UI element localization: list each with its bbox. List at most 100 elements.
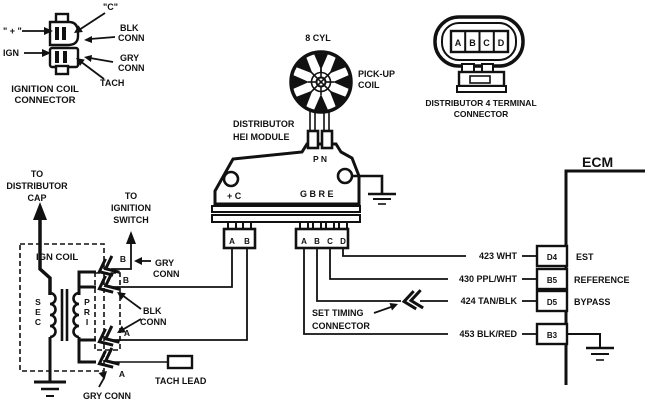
ignition-coil-connector: " + " IGN "C" BLK CONN GRY CONN TACH IGN… [3, 2, 145, 106]
secondary-winding [49, 291, 57, 339]
c4-pin-b: B [314, 237, 320, 246]
gry-conn-b-chevron [97, 255, 120, 277]
ign-switch-wire [111, 243, 132, 270]
gry-conn-upper-1: GRY [155, 258, 174, 268]
pickup-coil: 8 CYL PICK-UP COIL [289, 33, 395, 132]
ign-coil-label: IGN COIL [36, 252, 78, 263]
blk-conn-arrowhead-upper [117, 292, 126, 300]
sec-to-cap-wire [38, 218, 52, 295]
pri-label-r: R [84, 307, 90, 317]
gry-conn-lower-label: GRY CONN [83, 391, 131, 401]
gry-conn-upper-arrowhead [134, 257, 142, 265]
terminal-a-lower: A [119, 369, 125, 379]
pickup-terminal-n [320, 129, 334, 150]
blk-conn-label-2: CONN [140, 317, 167, 327]
set-timing-chevron [401, 289, 424, 311]
module-4pin-connector: A B C D [294, 221, 350, 250]
module-to-ecm-wires [303, 248, 537, 335]
to-ign-switch-1: TO [125, 191, 137, 201]
gry-conn-upper-2: CONN [153, 269, 180, 279]
wire-label-424-tanblk: 424 TAN/BLK [461, 296, 518, 306]
set-timing-label-1: SET TIMING [312, 308, 364, 318]
gry-conn-lower-arrowhead [98, 371, 107, 380]
terminal-a-upper: A [124, 328, 130, 338]
module-ground [352, 174, 396, 205]
pin-ign-label: IGN [3, 48, 19, 58]
ecm-fn-bypass: BYPASS [574, 297, 610, 307]
c2-pin-a: A [229, 237, 235, 246]
ecm-bracket [564, 169, 645, 385]
ecm-pin-box-d4 [535, 244, 569, 268]
ecm-wire-row-reference: 430 PPL/WHT B5 REFERENCE [459, 267, 630, 291]
pickup-coil-lead-wires [309, 110, 330, 132]
tach-label: TACH [100, 78, 124, 88]
gry-conn-label-1: GRY [120, 53, 139, 63]
ecm-wire-row-b3: 453 BLK/RED B3 [459, 322, 569, 346]
ign-switch-arrowhead [126, 231, 136, 244]
tach-lead-terminal [166, 354, 194, 370]
ecm-b3-ground [567, 333, 614, 361]
terminal-b-lower: B [123, 275, 129, 285]
ign-coil-circuit: IGN COIL TO DISTRIBUTOR CAP TO IGNITION … [6, 169, 207, 401]
pickup-coil-ring [289, 50, 353, 114]
dist4-pin-b: B [469, 38, 476, 48]
ignition-coil-connector-title-2: CONNECTOR [14, 95, 75, 106]
ecm-section: ECM 423 WHT D4 EST 430 PPL/WHT B5 REFERE… [312, 154, 645, 385]
blk-conn-b-chevron [97, 272, 120, 294]
dist-cap-arrowhead [33, 202, 47, 220]
ecm-pin-d4: D4 [547, 253, 558, 262]
pin-plus-label: " + " [3, 26, 22, 36]
primary-bottom-wires [77, 337, 96, 364]
ecm-title: ECM [582, 154, 613, 170]
ecm-pin-b5: B5 [547, 276, 558, 285]
wire-label-453-blkred: 453 BLK/RED [459, 329, 517, 339]
c2-pin-b: B [244, 237, 250, 246]
dist4-latch-body [456, 63, 507, 93]
blk-conn-label-1: BLK [120, 23, 139, 33]
ecm-pin-d5: D5 [547, 298, 558, 307]
to-dist-cap-2: DISTRIBUTOR [6, 181, 68, 191]
dist4-title-2: CONNECTOR [454, 109, 509, 119]
pickup-coil-label-2: COIL [358, 80, 380, 90]
hei-module-body [213, 142, 361, 206]
to-ign-switch-3: SWITCH [113, 215, 149, 225]
module-base-plate-bottom [211, 214, 361, 223]
coil-ground [34, 337, 66, 397]
blk-conn-label-2: CONN [118, 33, 145, 43]
pickup-cyl-label: 8 CYL [305, 33, 331, 43]
set-timing-arrowhead [389, 303, 398, 311]
c4-pin-a: A [301, 237, 307, 246]
pickup-coil-label-1: PICK-UP [358, 69, 395, 79]
sec-label-s: S [35, 297, 41, 307]
dist4-pin-d: D [498, 38, 505, 48]
module-2pin-connector: A B [222, 221, 257, 250]
pri-label-i: I [86, 317, 88, 327]
ignition-coil-connector-title-1: IGNITION COIL [11, 84, 79, 95]
hei-module: P N + C G B R E A B A B C D [211, 119, 396, 250]
wire-label-430-pplwht: 430 PPL/WHT [459, 274, 518, 284]
ecm-fn-est: EST [576, 252, 594, 262]
terminal-b-upper: B [120, 254, 126, 264]
dist4-pin-c: C [483, 38, 490, 48]
module-gbre-label: G B R E [300, 189, 334, 199]
tach-lead-label: TACH LEAD [155, 376, 207, 386]
ecm-fn-reference: REFERENCE [574, 275, 630, 285]
blk-conn-label-1: BLK [143, 306, 162, 316]
sec-label-e: E [35, 307, 41, 317]
gry-conn-label-2: CONN [118, 63, 145, 73]
to-dist-cap-1: TO [31, 169, 43, 179]
to-dist-cap-3: CAP [27, 193, 46, 203]
lower-connector-tab [54, 64, 70, 76]
pickup-coil-reluctor-star [307, 62, 335, 96]
to-ign-switch-2: IGNITION [111, 203, 151, 213]
module-mount-hole-left [222, 170, 240, 188]
blk-conn-arrowhead-lower [117, 325, 126, 333]
module-to-coil-wires [112, 248, 248, 341]
set-timing-label-2: CONNECTOR [312, 321, 370, 331]
dist4-pin-a: A [455, 38, 462, 48]
module-plus-c-label: + C [227, 191, 242, 201]
c4-pin-d: D [340, 237, 346, 246]
ecm-pin-box-d5 [535, 289, 569, 313]
gry-conn-a-chevron [97, 347, 120, 369]
